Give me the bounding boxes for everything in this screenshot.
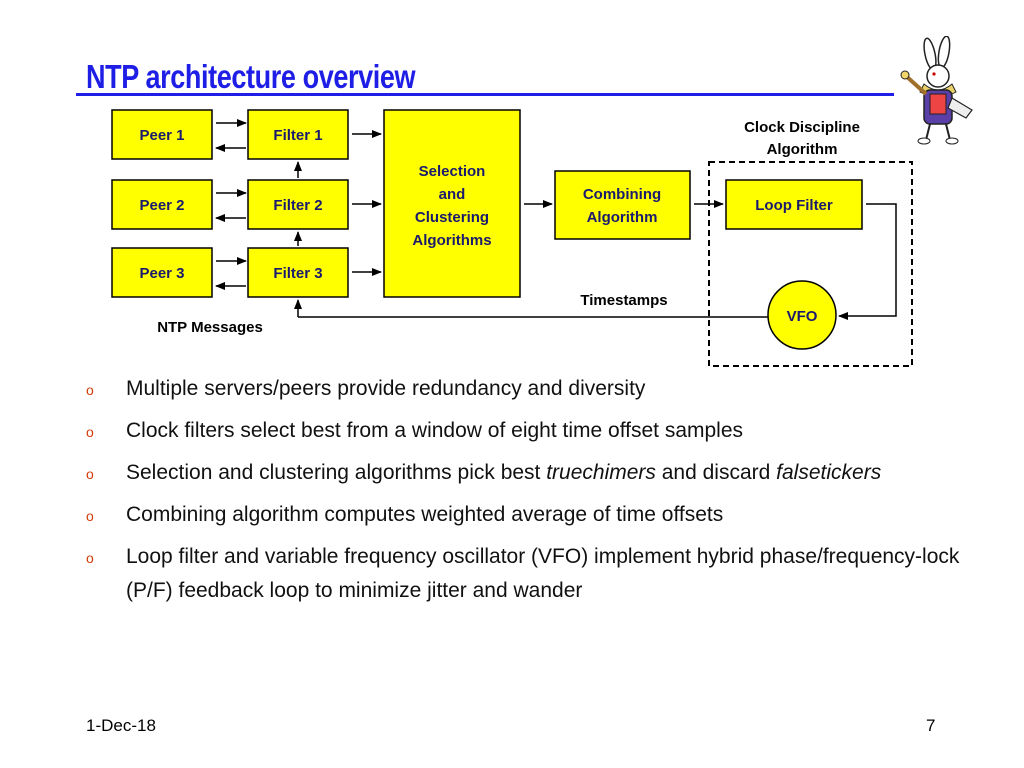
selection-line-1: Selection: [419, 163, 486, 180]
filter-1-label: Filter 1: [273, 127, 322, 144]
bullet-item: o Selection and clustering algorithms pi…: [86, 456, 966, 490]
bullet-item: o Combining algorithm computes weighted …: [86, 498, 966, 532]
ntp-architecture-diagram: Peer 1 Peer 2 Peer 3 Filter 1 Filter 2 F…: [111, 109, 913, 367]
combining-algorithm-box: Combining Algorithm: [554, 170, 691, 240]
combining-line-2: Algorithm: [587, 209, 658, 226]
footer-date: 1-Dec-18: [86, 716, 156, 735]
clock-discipline-boundary: [708, 161, 913, 367]
clock-discipline-label-1: Clock Discipline: [744, 119, 860, 136]
peer-2-box: Peer 2: [111, 179, 213, 230]
bullet-text: Multiple servers/peers provide redundanc…: [126, 377, 646, 400]
bullet-text: Clock filters select best from a window …: [126, 419, 744, 442]
filter-selection-arrows: [352, 130, 382, 276]
bullet-text: Combining algorithm computes weighted av…: [126, 503, 724, 526]
filter-1-box: Filter 1: [247, 109, 349, 160]
selection-line-4: Algorithms: [412, 232, 491, 249]
loop-to-vfo-arrow: [838, 203, 897, 320]
filter-2-box: Filter 2: [247, 179, 349, 230]
bullet-marker: o: [86, 466, 94, 482]
loop-filter-box: Loop Filter: [725, 179, 863, 230]
bullet-marker: o: [86, 424, 94, 440]
bullet-item: o Loop filter and variable frequency osc…: [86, 540, 966, 608]
combining-line-1: Combining: [583, 186, 661, 203]
slide-title: NTP architecture overview: [86, 58, 416, 95]
vfo-node: VFO: [767, 280, 837, 350]
white-rabbit-illustration: [900, 36, 973, 145]
loop-filter-label: Loop Filter: [755, 197, 833, 214]
page-number: 7: [926, 716, 936, 735]
filter-3-box: Filter 3: [247, 247, 349, 298]
peer-filter-arrows: [215, 119, 247, 290]
bullet-list: o Multiple servers/peers provide redunda…: [86, 372, 966, 616]
filter-3-label: Filter 3: [273, 265, 322, 282]
clock-discipline-label-2: Algorithm: [767, 141, 838, 158]
timestamps-label: Timestamps: [580, 292, 667, 309]
bullet-marker: o: [86, 550, 94, 566]
bullet-text-before: Selection and clustering algorithms pick…: [126, 461, 547, 484]
selection-line-3: Clustering: [415, 209, 489, 226]
title-underline: [76, 93, 894, 96]
vfo-label: VFO: [787, 308, 818, 325]
peer-2-label: Peer 2: [139, 197, 184, 214]
bullet-item: o Multiple servers/peers provide redunda…: [86, 372, 966, 406]
peer-3-box: Peer 3: [111, 247, 213, 298]
bullet-marker: o: [86, 382, 94, 398]
peer-1-box: Peer 1: [111, 109, 213, 160]
selection-clustering-box: Selection and Clustering Algorithms: [383, 109, 521, 298]
peer-1-label: Peer 1: [139, 127, 184, 144]
truechimers-term: truechimers: [546, 461, 656, 484]
selection-line-2: and: [439, 186, 466, 203]
bullet-marker: o: [86, 508, 94, 524]
bullet-text-middle: and discard: [655, 461, 777, 484]
peer-3-label: Peer 3: [139, 265, 184, 282]
bullet-text: Loop filter and variable frequency oscil…: [126, 545, 960, 602]
falsetickers-term: falsetickers: [776, 461, 882, 484]
bullet-item: o Clock filters select best from a windo…: [86, 414, 966, 448]
ntp-messages-label: NTP Messages: [157, 319, 263, 336]
filter-2-label: Filter 2: [273, 197, 322, 214]
